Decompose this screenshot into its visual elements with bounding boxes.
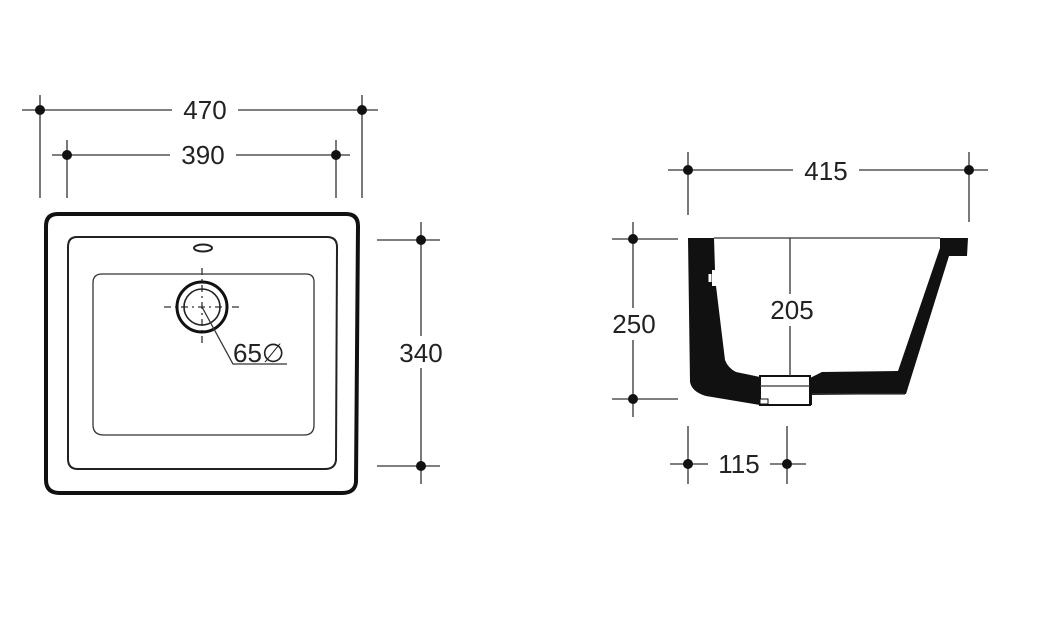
depth-label: 340 bbox=[399, 338, 442, 368]
dimension-bowl-depth: 205 bbox=[763, 238, 823, 376]
basin-rim bbox=[67, 236, 339, 470]
dimension-inner-width: 390 bbox=[52, 139, 350, 198]
waste-offset-label: 115 bbox=[718, 449, 759, 479]
dimension-height: 250 bbox=[604, 222, 678, 417]
overall-width-label: 470 bbox=[183, 95, 226, 125]
height-label: 250 bbox=[612, 309, 655, 339]
basin-bowl bbox=[92, 273, 315, 436]
overflow-hole bbox=[193, 243, 213, 253]
dimension-side-width: 415 bbox=[668, 152, 988, 222]
waste-diameter-label: 65∅ bbox=[233, 338, 285, 368]
bowl-depth-label: 205 bbox=[770, 295, 813, 325]
side-width-label: 415 bbox=[804, 156, 847, 186]
dimension-waste-offset: 115 bbox=[670, 426, 806, 484]
top-view: 470 390 65∅ bbox=[22, 94, 452, 495]
dimension-depth: 340 bbox=[377, 222, 452, 484]
inner-width-label: 390 bbox=[181, 140, 224, 170]
basin-section-left-wall bbox=[688, 238, 760, 405]
side-view: 415 250 205 bbox=[604, 152, 988, 484]
dimension-overall-width: 470 bbox=[22, 94, 378, 198]
dimension-waste-diameter: 65∅ bbox=[201, 306, 287, 368]
basin-section-right-wall bbox=[810, 238, 968, 405]
basin-outer-outline bbox=[44, 212, 361, 495]
